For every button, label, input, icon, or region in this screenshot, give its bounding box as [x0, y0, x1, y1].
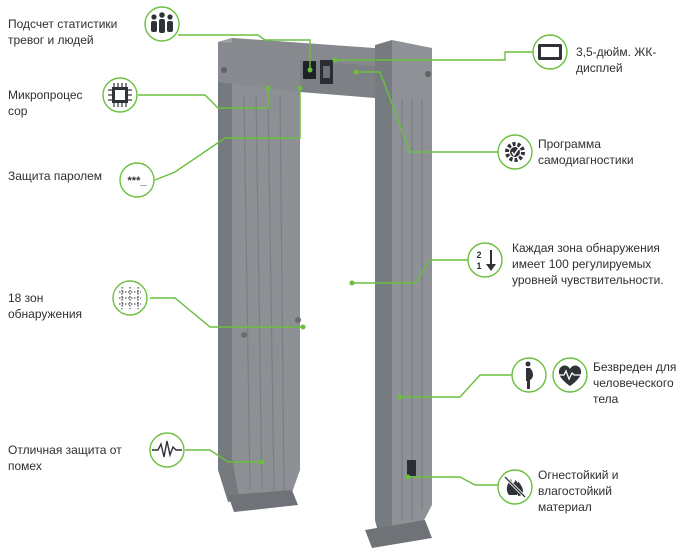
callout-lines [138, 34, 535, 486]
sort-icon-top-digit: 2 [476, 250, 481, 260]
password-dots-icon: ***_ [119, 162, 155, 198]
safe-label: Безвреден для человеческого тела [593, 360, 677, 406]
zones-label: 18 зон обнаружения [8, 291, 83, 321]
callout-dots [259, 57, 411, 480]
lcd-label: 3,5-дюйм. ЖК-дисплей [576, 45, 657, 75]
people-group-icon [144, 6, 180, 42]
interference-label: Отличная защита от помех [8, 443, 122, 473]
sensitivity-label: Каждая зона обнаружения имеет 100 регули… [512, 241, 664, 287]
stats-label: Подсчет статистики тревог и людей [8, 17, 118, 47]
display-icon [532, 34, 568, 70]
password-label: Защита паролем [8, 169, 103, 183]
pregnant-woman-icon [511, 357, 547, 393]
waveform-icon [149, 432, 185, 468]
cpu-label: Микропроцес сор [8, 88, 83, 118]
gear-check-icon [497, 134, 533, 170]
password-icon-text: ***_ [128, 175, 148, 187]
walk-through-metal-detector [218, 38, 432, 548]
material-label: Огнестойкий и влагостойкий материал [538, 468, 619, 514]
chip-icon [102, 77, 138, 113]
detection-zones-icon [112, 280, 148, 316]
sort-numeric-icon: 2 1 [467, 242, 503, 278]
fire-water-off-icon [497, 469, 533, 505]
sort-icon-bottom-digit: 1 [476, 261, 481, 271]
diagnostics-label: Программа самодиагностики [538, 137, 634, 167]
heart-pulse-icon [552, 357, 588, 393]
